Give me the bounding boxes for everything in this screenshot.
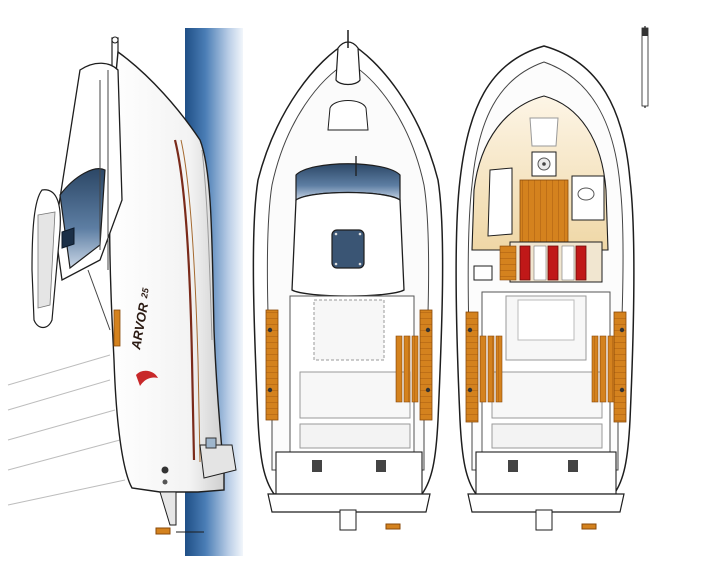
cabin-teak-bench-left xyxy=(479,335,503,403)
model-text: 25 xyxy=(139,286,151,300)
deck-teak-right xyxy=(419,309,433,421)
forward-hatch xyxy=(327,100,369,131)
deck-transom xyxy=(275,451,423,495)
deck-swim-platform xyxy=(267,493,431,513)
cabin-teak-right xyxy=(613,311,627,423)
side-profile-view: ARVOR 25 xyxy=(7,28,243,556)
side-rails xyxy=(87,70,111,331)
roof-hatch xyxy=(331,229,365,269)
cabin-head xyxy=(571,175,605,221)
logo-swoosh xyxy=(136,370,158,386)
cabin-teak-left xyxy=(465,311,479,423)
dinette-seats xyxy=(499,241,603,283)
deck-teak-left xyxy=(265,309,279,421)
deck-cleats xyxy=(267,327,431,393)
cabin-layout-view xyxy=(455,45,635,531)
side-teak-step xyxy=(113,309,121,347)
cabin-transom xyxy=(475,451,617,495)
dock-lines xyxy=(7,354,126,506)
cabin-teak-bench-right xyxy=(591,335,615,403)
stern-drive xyxy=(199,444,237,479)
keel xyxy=(159,491,177,526)
bow-light xyxy=(111,36,119,44)
deck-plan-view xyxy=(252,30,444,531)
cabin-teak-floor xyxy=(519,179,569,243)
anchor-locker xyxy=(335,41,361,86)
deck-ladder-step xyxy=(385,523,401,530)
cabin-side-locker xyxy=(487,167,513,237)
entry-step xyxy=(473,265,493,281)
cabin-swim-platform xyxy=(467,493,625,513)
hull-stripe xyxy=(173,139,196,461)
scale-marker xyxy=(641,26,649,108)
exhaust-port xyxy=(161,466,169,474)
cabin-cleats xyxy=(467,327,625,393)
cabin-ladder-step xyxy=(581,523,597,530)
deck-teak-bench xyxy=(395,335,419,403)
rudder-foot xyxy=(155,527,171,535)
